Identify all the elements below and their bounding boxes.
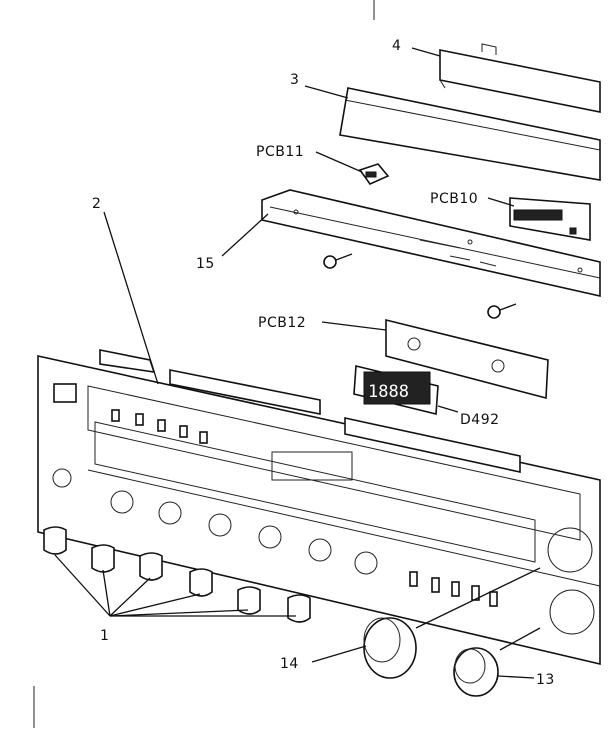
label-2: 2 [92, 196, 101, 212]
push-switches [409, 571, 498, 607]
screw-left [323, 253, 353, 269]
d492-display: 1888 [353, 364, 439, 416]
label-d492: D492 [460, 412, 500, 428]
pcb10-board [509, 197, 591, 241]
label-14: 14 [280, 656, 299, 672]
label-pcb11: PCB11 [256, 144, 304, 160]
label-13: 13 [536, 672, 555, 688]
indicator-lamps [111, 409, 208, 444]
part-2-front-panel [37, 349, 601, 666]
part-13-large-knob [453, 647, 499, 697]
part-4-cover-strip [439, 43, 601, 113]
pcb12-board [385, 318, 549, 400]
part-labels: 4 3 PCB11 PCB10 2 15 PCB12 D492 1 14 13 [92, 38, 555, 688]
label-pcb10: PCB10 [430, 191, 478, 207]
pcb11-board [358, 163, 390, 185]
label-pcb12: PCB12 [258, 315, 306, 331]
knob-holes [110, 490, 595, 635]
display-digits: 1888 [368, 382, 409, 402]
label-1: 1 [100, 628, 109, 644]
label-4: 4 [392, 38, 401, 54]
label-15: 15 [196, 256, 215, 272]
part-3-window-panel [339, 87, 601, 181]
leader-lines [54, 47, 541, 679]
part-15-bracket [261, 189, 601, 297]
label-3: 3 [290, 72, 299, 88]
part-1-knobs [43, 526, 311, 623]
part-14-large-knob [363, 617, 417, 679]
screw-right [487, 303, 517, 319]
